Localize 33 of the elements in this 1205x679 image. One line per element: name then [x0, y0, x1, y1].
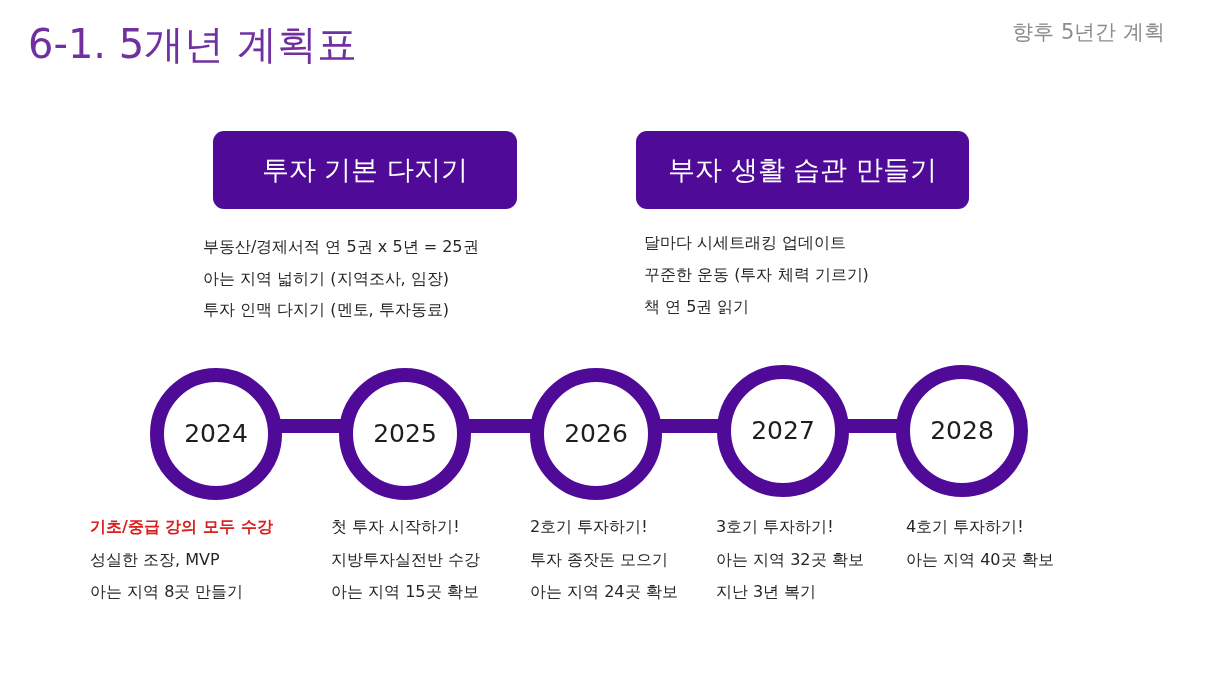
header-box [213, 131, 517, 209]
connector-line [278, 419, 343, 433]
subtitle-text: 향후 5년간 계획 [1012, 20, 1165, 46]
year-label: 2027 [751, 416, 815, 446]
header-label: 투자 기본 다지기 [261, 153, 469, 187]
milestone-text: 아는 지역 24곳 확보 [530, 581, 678, 603]
milestone-text: 기초/중급 강의 모두 수강 [90, 516, 273, 538]
connector-line [467, 419, 534, 433]
milestone-text: 성실한 조장, MVP [90, 548, 220, 571]
milestone-text: 아는 지역 8곳 만들기 [90, 581, 244, 603]
header-label: 부자 생활 습관 만들기 [668, 153, 937, 187]
goal-text: 책 연 5권 읽기 [644, 296, 750, 318]
year-label: 2024 [184, 419, 248, 449]
goal-text: 아는 지역 넓히기 (지역조사, 임장) [203, 267, 449, 290]
milestone-text: 투자 종잣돈 모으기 [530, 548, 669, 571]
page-title: 6-1. 5개년 계획표 [28, 20, 357, 68]
year-label: 2025 [373, 419, 437, 449]
milestone-text: 지난 3년 복기 [716, 581, 817, 603]
header-box [636, 131, 969, 209]
milestone-text: 지방투자실전반 수강 [331, 548, 481, 571]
goal-text: 달마다 시세트래킹 업데이트 [644, 232, 847, 254]
milestone-text: 아는 지역 40곳 확보 [906, 548, 1054, 571]
milestone-text: 아는 지역 32곳 확보 [716, 548, 864, 571]
milestone-text: 2호기 투자하기! [530, 516, 648, 538]
year-label: 2028 [930, 416, 994, 446]
milestone-text: 3호기 투자하기! [716, 516, 834, 538]
milestone-text: 아는 지역 15곳 확보 [331, 581, 479, 603]
milestone-text: 4호기 투자하기! [906, 516, 1024, 538]
year-label: 2026 [564, 419, 628, 449]
milestone-text: 첫 투자 시작하기! [331, 516, 460, 538]
goal-text: 부동산/경제서적 연 5권 x 5년 = 25권 [203, 236, 479, 258]
goal-text: 투자 인맥 다지기 (멘토, 투자동료) [203, 299, 449, 321]
goal-text: 꾸준한 운동 (투자 체력 기르기) [644, 264, 869, 286]
